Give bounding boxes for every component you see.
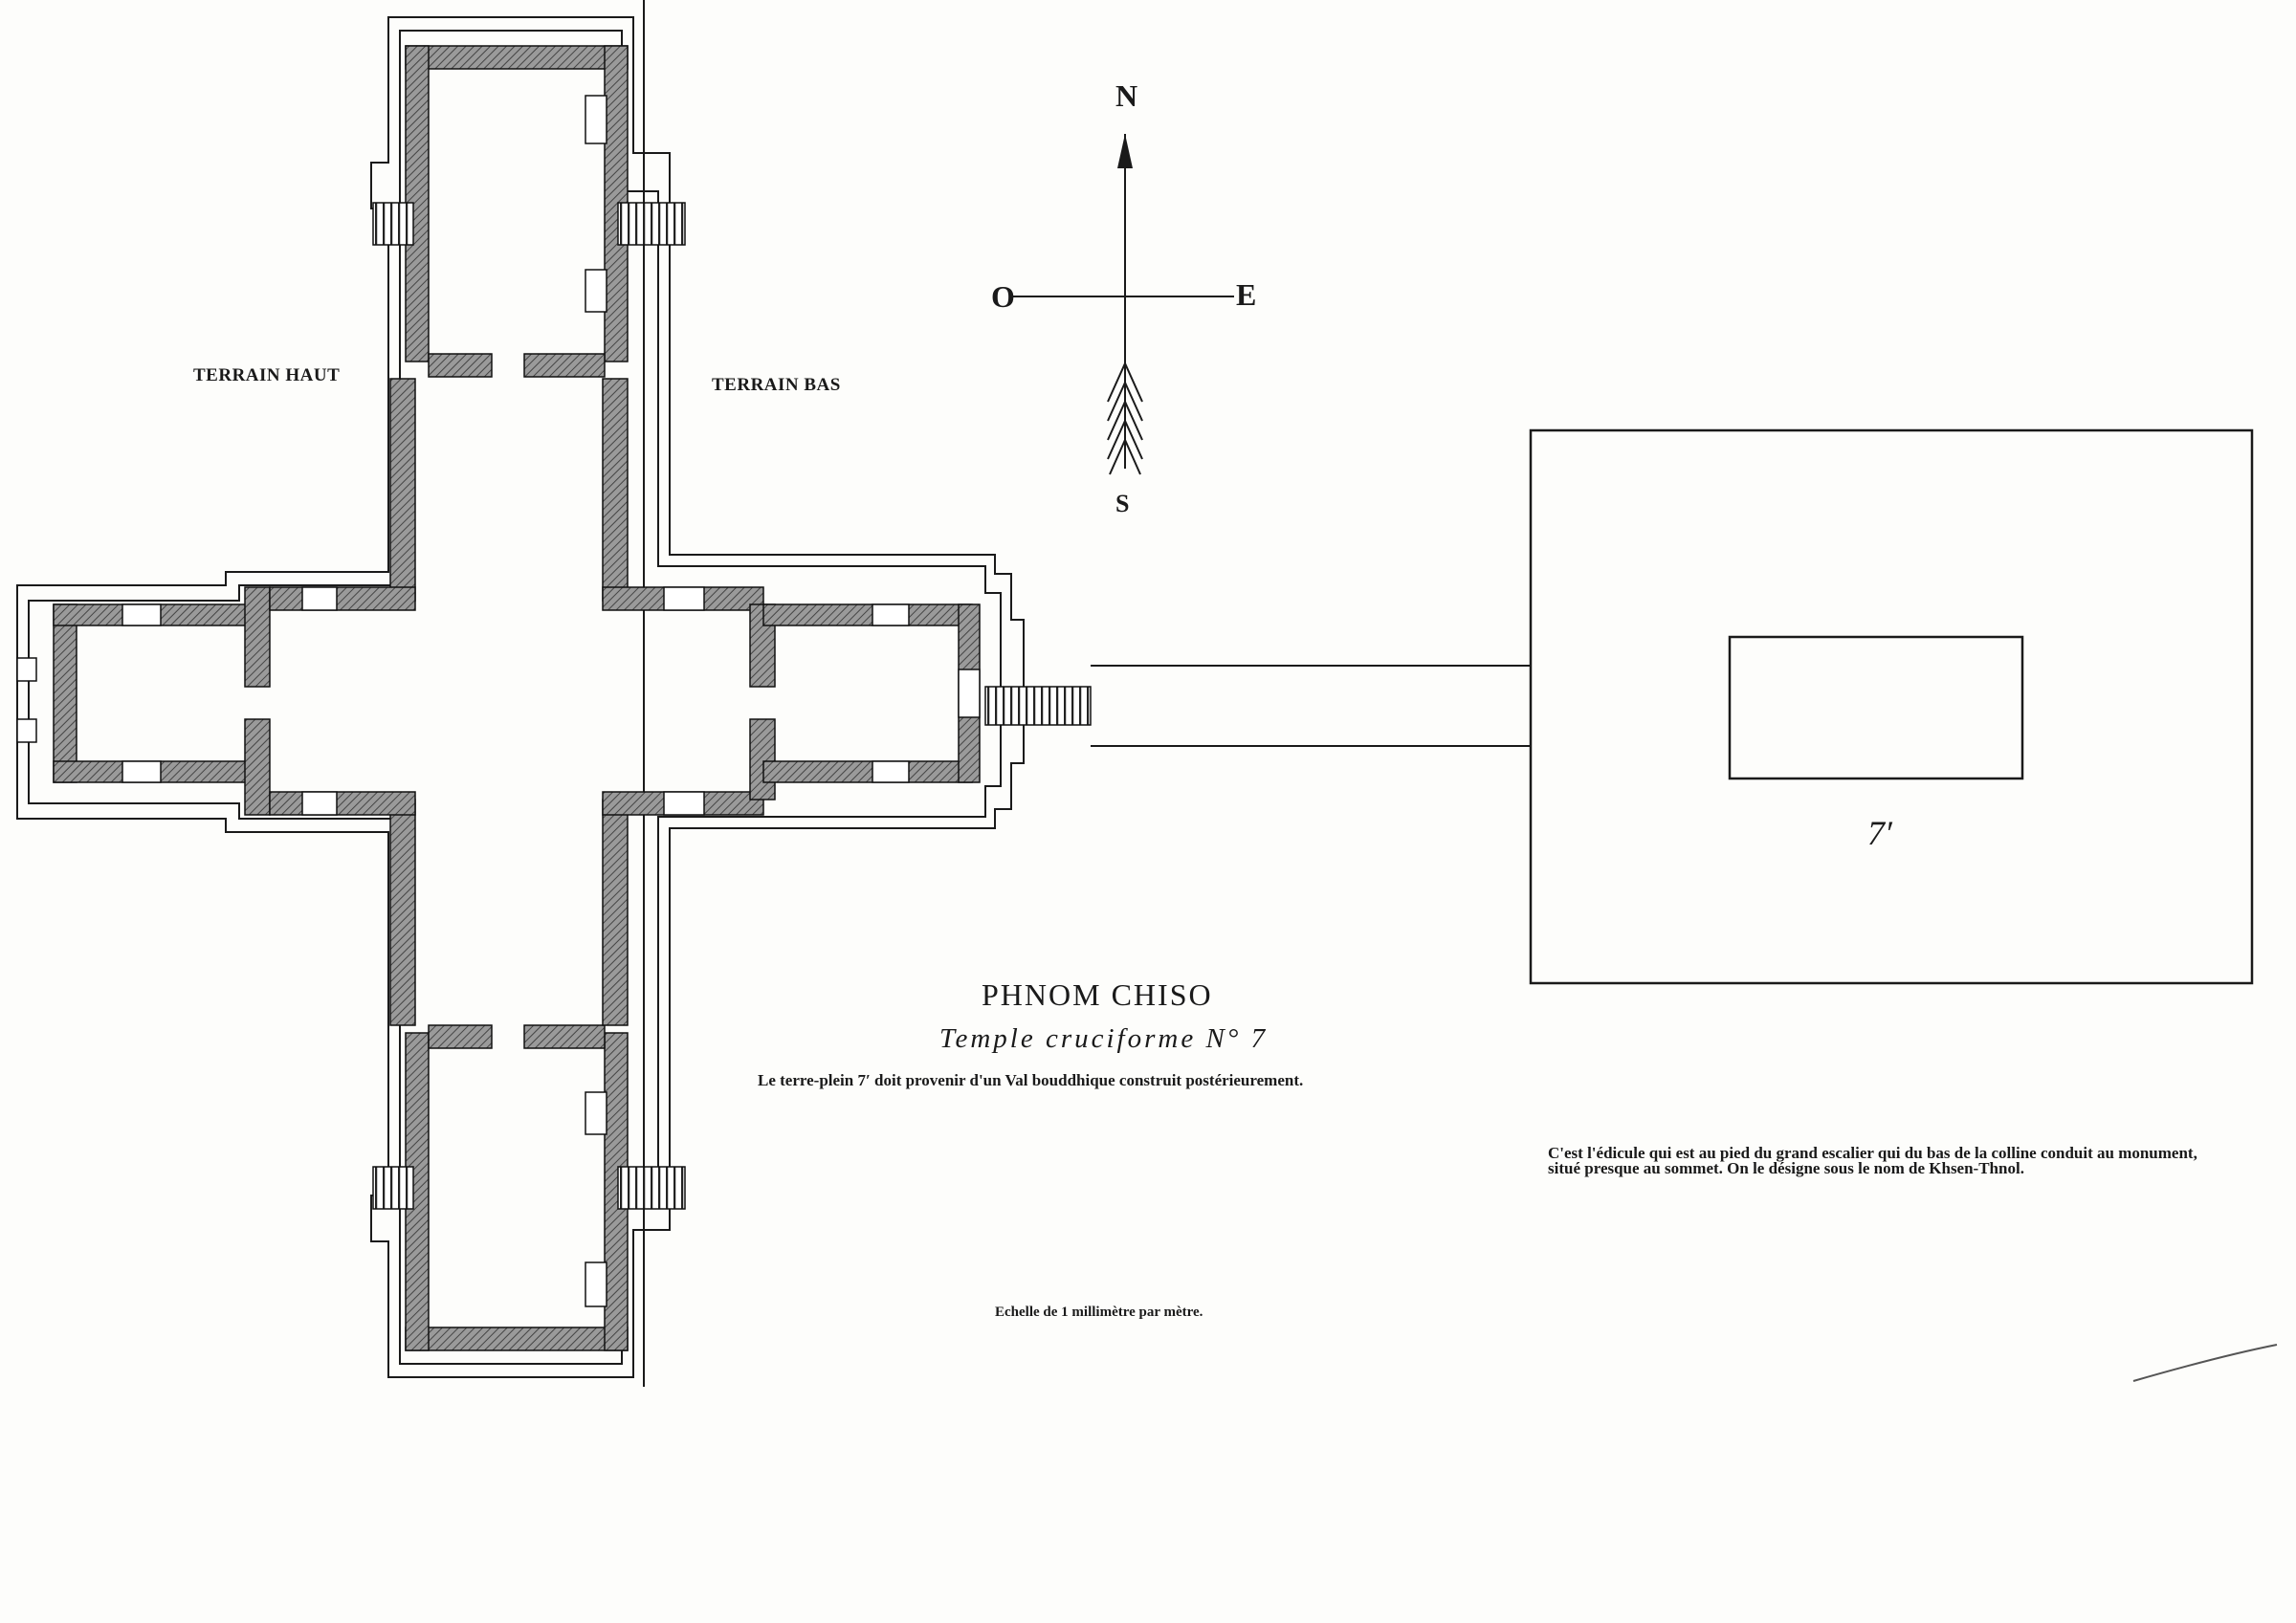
compass-west-label: O xyxy=(991,279,1015,314)
compass-north-label: N xyxy=(1115,78,1138,113)
terrace-7-label: 7′ xyxy=(1867,814,1892,852)
plan-title: PHNOM CHISO xyxy=(982,977,1213,1012)
terrain-bas-label: TERRAIN BAS xyxy=(712,375,841,395)
side-note: C'est l'édicule qui est au pied du grand… xyxy=(1548,1144,2197,1177)
compass-rose xyxy=(1012,134,1234,475)
east-arm-walls xyxy=(602,586,981,816)
middle-terrace-outline xyxy=(28,30,1002,1365)
terrace-7-inner-structure xyxy=(1728,635,2024,780)
terrain-haut-label: TERRAIN HAUT xyxy=(193,365,341,385)
compass-east-label: E xyxy=(1236,277,1257,312)
plan-note: Le terre-plein 7′ doit provenir d'un Val… xyxy=(758,1071,1304,1089)
south-arm-walls xyxy=(389,799,629,1351)
west-arm-walls xyxy=(53,586,416,816)
compass-south-label: S xyxy=(1115,490,1130,517)
plan-subtitle: Temple cruciforme N° 7 xyxy=(939,1023,1269,1054)
scale-label: Echelle de 1 millimètre par mètre. xyxy=(995,1305,1203,1320)
terrace-7-outline xyxy=(1529,428,2254,985)
north-arm-walls xyxy=(389,45,629,602)
outer-terrace-outline xyxy=(16,16,1025,1378)
margin-pencil-mark xyxy=(2132,1344,2278,1382)
stairways xyxy=(16,202,1092,1210)
